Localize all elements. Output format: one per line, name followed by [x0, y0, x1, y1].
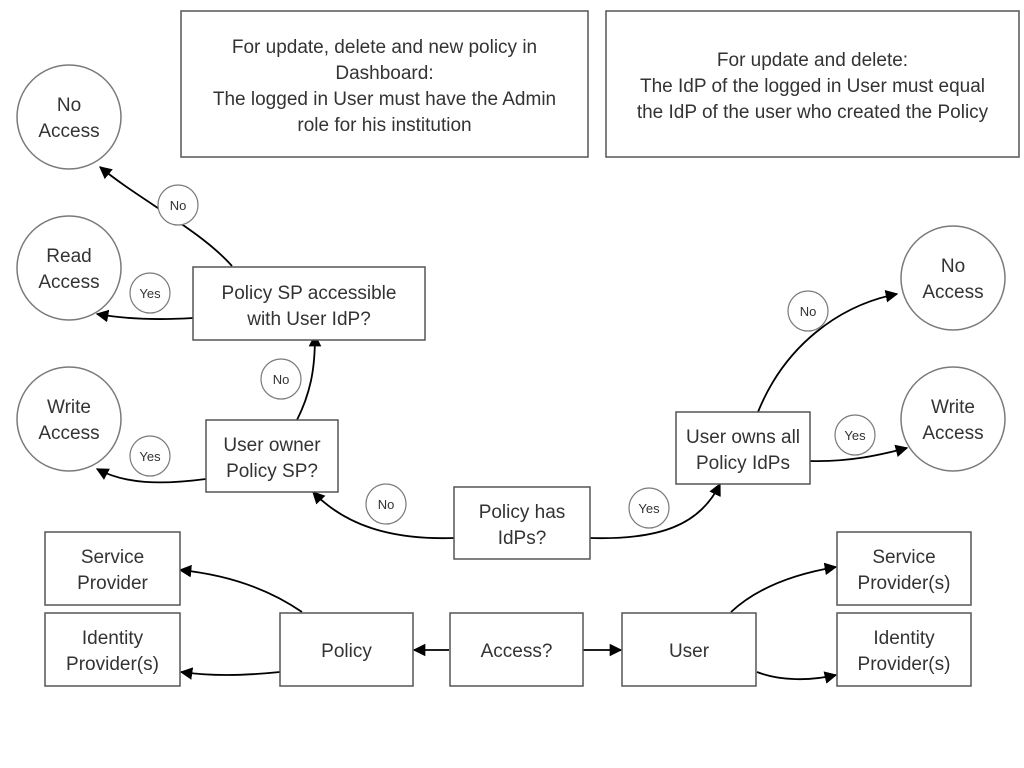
no-access-left-node: No Access: [16, 64, 122, 170]
admin-rule-line-4: role for his institution: [297, 115, 471, 136]
user-owns-all-idps-line-1: User owns all: [686, 427, 800, 448]
no-access-right-line-1: No: [941, 256, 965, 277]
edge-user-to-service-provider: [730, 562, 838, 613]
policy-label: Policy: [321, 641, 372, 662]
policy-has-idps-node: Policy has IdPs?: [453, 486, 591, 560]
yes-label-to-write-access-left: Yes: [129, 435, 171, 477]
edge-has-idps-to-owns-all: [589, 482, 721, 540]
write-access-right-line-2: Access: [922, 423, 983, 444]
service-provider-left-node: Service Provider: [44, 531, 181, 606]
write-access-right-line-1: Write: [931, 397, 975, 418]
policy-sp-accessible-line-2: with User IdP?: [246, 309, 371, 330]
write-access-left-node: Write Access: [16, 366, 122, 472]
user-owner-policy-sp-node: User owner Policy SP?: [205, 419, 339, 493]
admin-rule-line-2: Dashboard:: [335, 63, 433, 84]
no-label-text: No: [273, 372, 290, 387]
read-access-node: Read Access: [16, 215, 122, 321]
edge-owns-all-to-write-access: [809, 444, 909, 462]
yes-label-to-write-access-right: Yes: [834, 414, 876, 456]
no-access-left-line-2: Access: [38, 121, 99, 142]
policy-sp-accessible-node: Policy SP accessible with User IdP?: [192, 266, 426, 341]
user-owner-policy-sp-line-2: Policy SP?: [226, 461, 318, 482]
user-owns-all-idps-line-2: Policy IdPs: [696, 453, 790, 474]
yes-label-text: Yes: [139, 449, 161, 464]
service-provider-left-line-1: Service: [81, 547, 144, 568]
no-label-to-no-access-left: No: [157, 184, 199, 226]
access-label: Access?: [481, 641, 553, 662]
identity-provider-left-line-1: Identity: [82, 628, 144, 649]
identity-provider-left-line-2: Provider(s): [66, 654, 159, 675]
edge-owner-sp-to-policy-sp: [296, 333, 322, 421]
edge-owns-all-to-no-access: [757, 289, 899, 413]
identity-provider-right-line-2: Provider(s): [858, 654, 951, 675]
read-access-line-1: Read: [46, 246, 91, 267]
no-label-to-owner-sp: No: [365, 483, 407, 525]
yes-label-to-read-access: Yes: [129, 272, 171, 314]
access-node: Access?: [449, 612, 584, 687]
policy-has-idps-line-1: Policy has: [479, 502, 566, 523]
service-provider-right-line-2: Provider(s): [858, 573, 951, 594]
no-label-to-policy-sp: No: [260, 358, 302, 400]
service-provider-right-line-1: Service: [872, 547, 935, 568]
identity-provider-left-node: Identity Provider(s): [44, 612, 181, 687]
idp-rule-note: For update and delete: The IdP of the lo…: [605, 10, 1020, 158]
yes-label-text: Yes: [844, 428, 866, 443]
no-access-left-line-1: No: [57, 95, 81, 116]
policy-sp-accessible-line-1: Policy SP accessible: [222, 283, 397, 304]
edge-user-to-identity-provider: [756, 671, 838, 684]
edge-owner-sp-to-write-access: [95, 468, 207, 484]
write-access-right-node: Write Access: [900, 366, 1006, 472]
idp-rule-line-3: the IdP of the user who created the Poli…: [637, 102, 989, 123]
read-access-line-2: Access: [38, 272, 99, 293]
edge-policy-to-identity-provider: [179, 667, 281, 680]
admin-rule-line-3: The logged in User must have the Admin: [213, 89, 556, 110]
no-access-right-node: No Access: [900, 225, 1006, 331]
admin-rule-line-1: For update, delete and new policy in: [232, 37, 537, 58]
user-owns-all-idps-node: User owns all Policy IdPs: [675, 411, 811, 485]
no-label-text: No: [170, 198, 187, 213]
service-provider-left-line-2: Provider: [77, 573, 148, 594]
edge-policy-sp-to-read-access: [95, 309, 194, 323]
policy-has-idps-line-2: IdPs?: [498, 528, 547, 549]
no-label-text: No: [378, 497, 395, 512]
no-label-text: No: [800, 304, 817, 319]
idp-rule-line-2: The IdP of the logged in User must equal: [640, 76, 985, 97]
identity-provider-right-line-1: Identity: [873, 628, 935, 649]
yes-label-to-owns-all: Yes: [628, 487, 670, 529]
write-access-left-line-1: Write: [47, 397, 91, 418]
idp-rule-line-1: For update and delete:: [717, 50, 908, 71]
write-access-left-line-2: Access: [38, 423, 99, 444]
user-node: User: [621, 612, 757, 687]
user-label: User: [669, 641, 710, 662]
policy-node: Policy: [279, 612, 414, 687]
no-access-right-line-2: Access: [922, 282, 983, 303]
no-label-to-no-access-right: No: [787, 290, 829, 332]
admin-rule-note: For update, delete and new policy in Das…: [180, 10, 589, 158]
service-provider-right-node: Service Provider(s): [836, 531, 972, 606]
yes-label-text: Yes: [139, 286, 161, 301]
user-owner-policy-sp-line-1: User owner: [223, 435, 321, 456]
edge-policy-to-service-provider: [178, 564, 303, 613]
yes-label-text: Yes: [638, 501, 660, 516]
edge-has-idps-to-owner-sp: [312, 491, 455, 540]
identity-provider-right-node: Identity Provider(s): [836, 612, 972, 687]
